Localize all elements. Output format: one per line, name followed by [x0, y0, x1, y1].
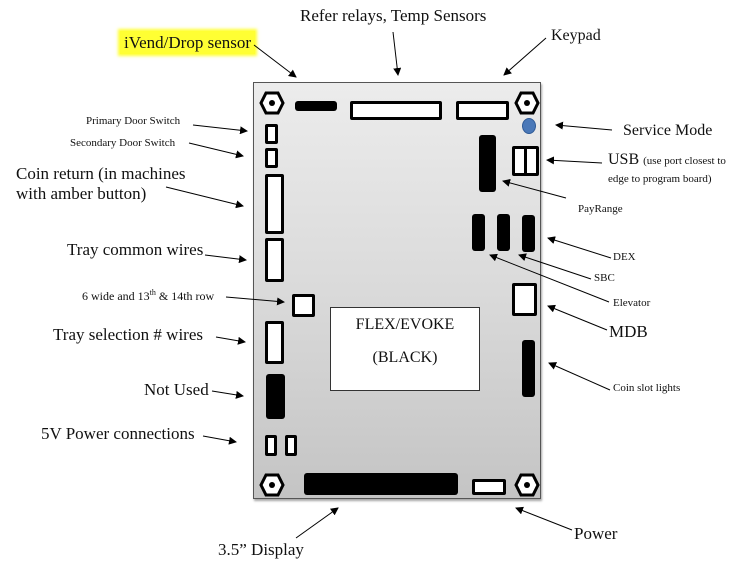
label-coin-slot-lights: Coin slot lights	[613, 382, 681, 394]
label-ivend-text: iVend/Drop sensor	[120, 31, 256, 54]
refer-relays-connector	[350, 101, 442, 120]
label-power: Power	[574, 524, 618, 543]
label-6-wide: 6 wide and 13th & 14th row	[82, 288, 214, 304]
arrow-power	[515, 506, 573, 531]
arrow-display	[295, 507, 339, 539]
tray-common-connector	[265, 238, 284, 282]
label-tray-selection-wires: Tray selection # wires	[53, 325, 203, 344]
label-not-used: Not Used	[144, 380, 209, 399]
arrow-service-mode	[555, 121, 613, 131]
arrow-ivend	[253, 44, 297, 78]
arrow-tray-common	[204, 254, 247, 264]
payrange-connector	[479, 135, 496, 192]
arrow-tray-selection	[215, 336, 246, 345]
mounting-hole-icon	[259, 91, 285, 115]
label-sbc: SBC	[594, 272, 615, 284]
label-usb: USB (use port closest to edge to program…	[608, 151, 726, 188]
label-elevator: Elevator	[613, 297, 651, 309]
mounting-hole-icon	[514, 91, 540, 115]
label-6-wide-sup: th	[149, 288, 156, 297]
mounting-hole-icon	[514, 473, 540, 497]
dex-connector	[522, 215, 535, 252]
label-secondary-door-switch: Secondary Door Switch	[70, 137, 176, 149]
power-connector	[472, 479, 506, 495]
label-tray-common-wires: Tray common wires	[67, 240, 204, 259]
mdb-connector	[512, 283, 537, 316]
mounting-hole-icon	[259, 473, 285, 497]
label-mdb: MDB	[609, 322, 648, 341]
display-connector	[304, 473, 458, 495]
arrow-secondary-door	[188, 142, 244, 159]
main-chip: FLEX/EVOKE (BLACK)	[330, 307, 480, 391]
arrow-refer	[392, 31, 402, 76]
label-payrange: PayRange	[578, 203, 623, 215]
label-6-wide-pre: 6 wide and 13	[82, 289, 150, 303]
6-wide-connector	[292, 294, 315, 317]
arrow-coin-slot-lights	[548, 362, 611, 391]
5v-power-connector-1	[265, 435, 277, 456]
secondary-door-switch-connector	[265, 148, 278, 168]
arrow-usb	[546, 156, 603, 165]
primary-door-switch-connector	[265, 124, 278, 144]
service-mode-button[interactable]	[522, 118, 536, 134]
5v-power-connector-2	[285, 435, 297, 456]
tray-selection-connector	[265, 321, 284, 364]
ivend-connector	[295, 101, 337, 111]
label-usb-note-1: (use port closest to	[643, 155, 726, 167]
label-usb-title: USB	[608, 151, 640, 168]
label-display: 3.5” Display	[218, 540, 304, 559]
coin-return-connector	[265, 174, 284, 234]
arrow-dex	[547, 236, 612, 259]
label-coin-return-line1: Coin return (in machines	[16, 164, 186, 183]
usb-divider	[524, 149, 527, 173]
label-coin-return: Coin return (in machines with amber butt…	[16, 164, 186, 203]
chip-label-line2: (BLACK)	[372, 349, 438, 366]
keypad-connector	[456, 101, 509, 120]
label-coin-return-line2: with amber button)	[16, 183, 147, 203]
arrow-not-used	[211, 390, 244, 399]
label-keypad: Keypad	[551, 27, 601, 44]
label-5v-power: 5V Power connections	[41, 424, 195, 443]
arrow-5v-power	[202, 435, 237, 445]
label-dex: DEX	[613, 251, 636, 263]
label-6-wide-post: & 14th row	[155, 289, 215, 303]
label-usb-note-2: edge to program board)	[608, 173, 712, 186]
label-ivend-drop-sensor: iVend/Drop sensor	[120, 31, 256, 54]
arrow-primary-door	[192, 124, 248, 135]
arrow-mdb	[547, 304, 608, 331]
coin-slot-lights-connector	[522, 340, 535, 397]
chip-label-line1: FLEX/EVOKE	[355, 316, 455, 333]
label-primary-door-switch: Primary Door Switch	[86, 115, 181, 127]
control-board: FLEX/EVOKE (BLACK)	[253, 82, 541, 499]
label-refer-relays: Refer relays, Temp Sensors	[300, 6, 487, 25]
not-used-connector	[266, 374, 285, 419]
elevator-connector	[472, 214, 485, 251]
label-service-mode: Service Mode	[623, 122, 713, 139]
sbc-connector	[497, 214, 510, 251]
arrow-keypad	[503, 37, 547, 76]
